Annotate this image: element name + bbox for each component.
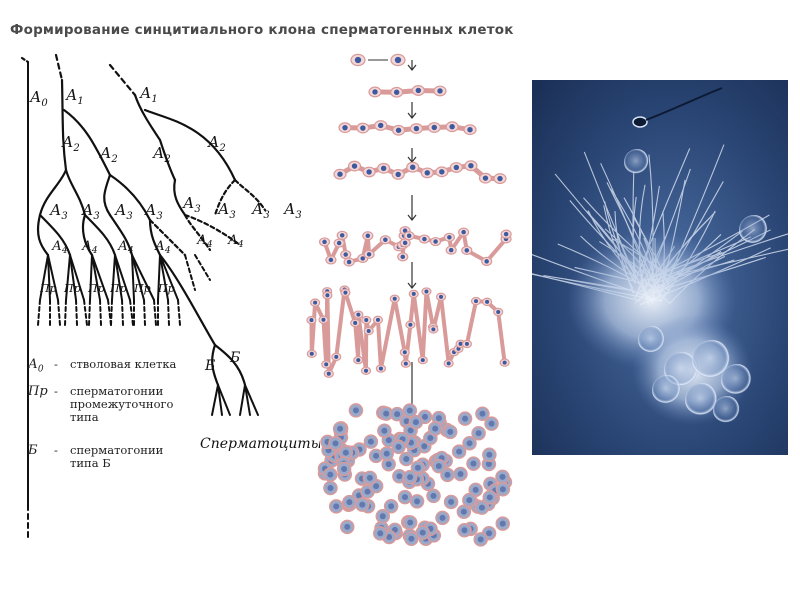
label-a4: А4	[117, 239, 134, 256]
legend-symbol: А0	[28, 358, 44, 377]
syncytial-clone-stages	[300, 40, 530, 560]
label-a3: А3	[49, 201, 68, 222]
label-a4: А4	[227, 233, 244, 250]
label-a1-right: А1	[139, 84, 158, 105]
legend-text: сперматогонии промежуточного типа	[70, 385, 173, 424]
label-a0: А0	[29, 88, 48, 109]
label-a2: А2	[152, 144, 171, 165]
legend-text: стволовая клетка	[70, 358, 176, 371]
label-pr: Пр	[87, 282, 105, 295]
label-a2: А2	[207, 133, 226, 154]
label-pr: Пр	[109, 282, 127, 295]
label-b-left: Б	[204, 358, 215, 374]
label-a2: А2	[99, 144, 118, 165]
label-a3: А3	[251, 200, 270, 221]
legend-text: сперматогонии типа Б	[70, 444, 163, 470]
label-pr: Пр	[157, 282, 175, 295]
label-a4: А4	[196, 233, 213, 250]
label-pr: Пр	[133, 282, 151, 295]
label-a4: А4	[154, 239, 171, 256]
label-b-right: Б	[229, 350, 240, 366]
label-a4: А4	[51, 239, 68, 256]
micrograph-image	[532, 80, 788, 455]
label-a3: А3	[144, 201, 163, 222]
label-a4: А4	[81, 239, 98, 256]
label-pr: Пр	[63, 282, 81, 295]
label-a1-left: А1	[65, 86, 84, 107]
label-a3: А3	[81, 201, 100, 222]
lineage-tree-diagram: А0 А1 А1 А2 А2 А2 А2 А3 А3 А3 А3 А3 А3 А…	[0, 0, 320, 600]
legend-symbol: Б	[28, 444, 38, 457]
label-a3: А3	[217, 200, 236, 221]
label-a3: А3	[182, 194, 201, 215]
label-a2: А2	[61, 133, 80, 154]
label-a3: А3	[114, 201, 133, 222]
label-pr: Пр	[39, 282, 57, 295]
label-a3: А3	[283, 200, 302, 221]
legend-symbol: Пр	[28, 385, 48, 398]
